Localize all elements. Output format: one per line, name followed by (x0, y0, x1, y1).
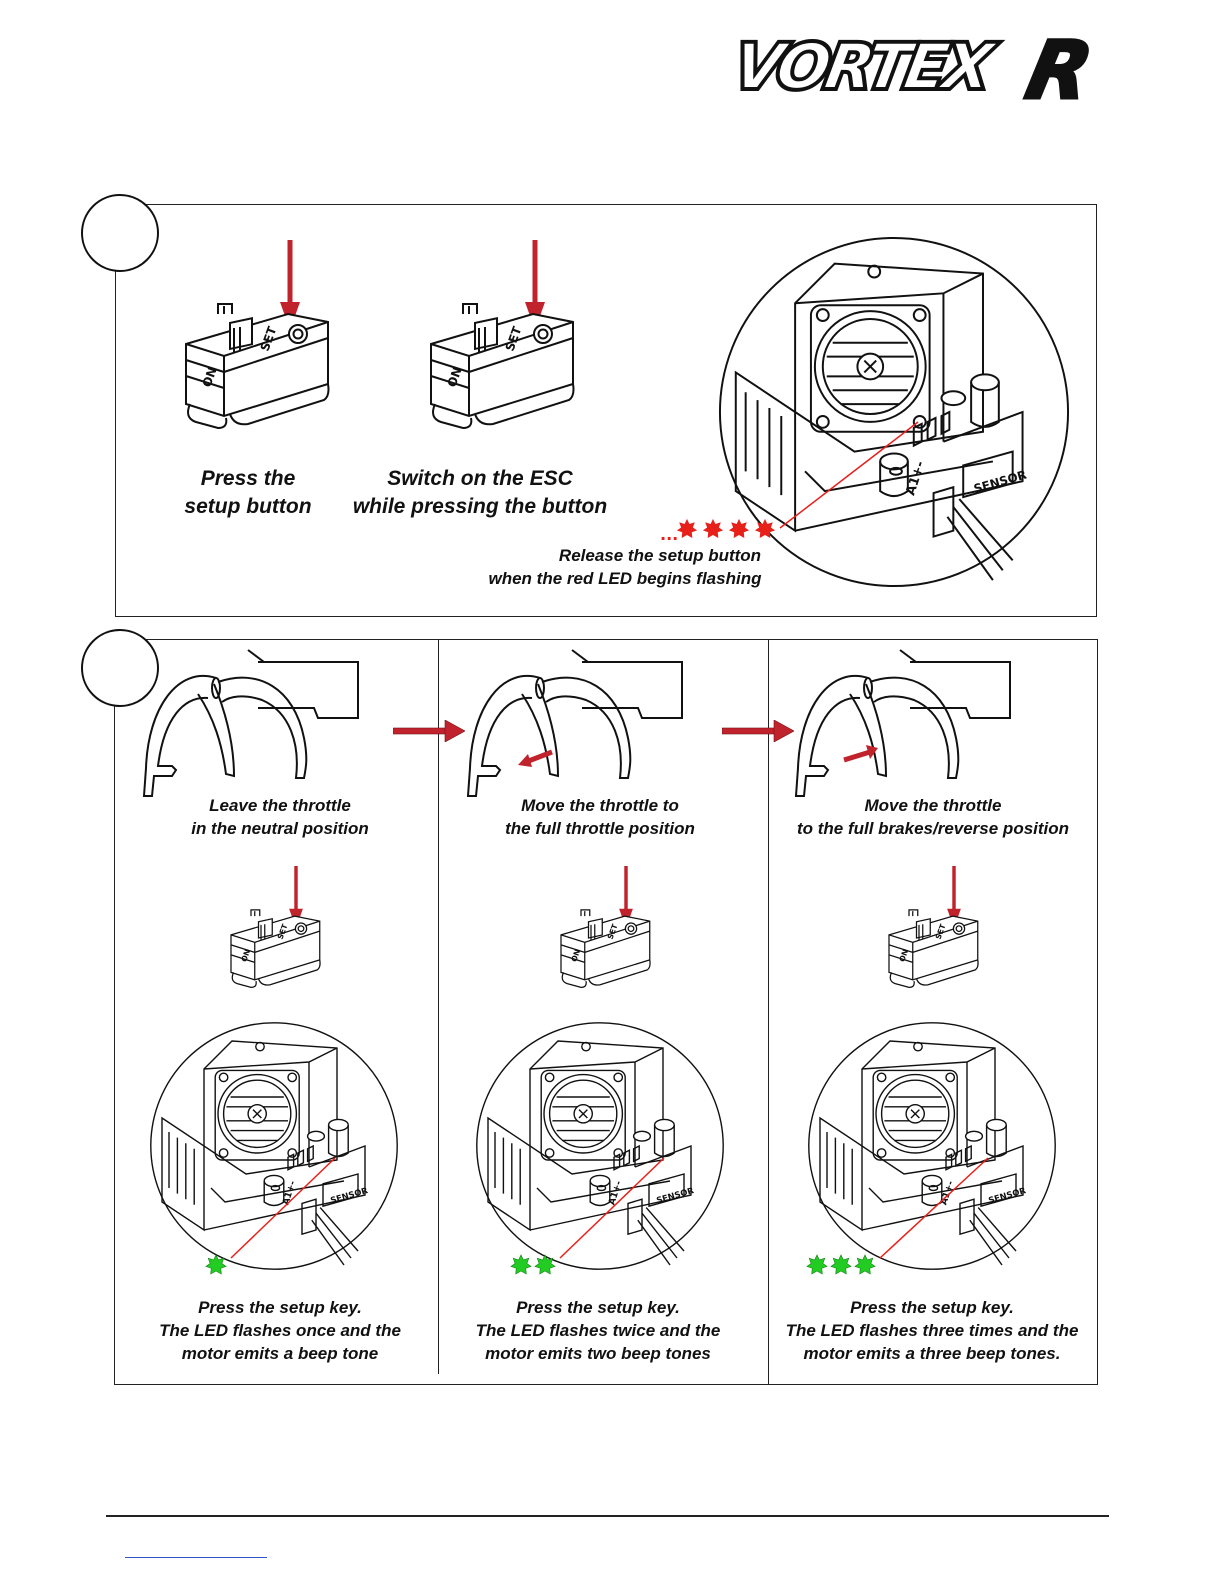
col2-throttle-caption: Move the throttle to the full throttle p… (460, 794, 740, 840)
brand-logo: VORTEX VORTEX R (725, 23, 1126, 119)
red-led-icon (754, 518, 776, 538)
red-led-icon (702, 518, 724, 538)
col1-result-line-2: The LED flashes once and the (159, 1321, 401, 1340)
step2-circle (81, 629, 159, 707)
col1-switch-box (230, 909, 321, 989)
green-led-icon (510, 1254, 532, 1275)
switch-box-2 (423, 290, 583, 440)
svg-text:VORTEX: VORTEX (728, 30, 1001, 102)
col3-throttle-line-1: Move the throttle (864, 796, 1002, 815)
col1-result-caption: Press the setup key. The LED flashes onc… (130, 1296, 430, 1365)
footer-rule (106, 1515, 1109, 1517)
col2-green-leds (510, 1157, 665, 1275)
col3-result-line-1: Press the setup key. (850, 1298, 1014, 1317)
col2-throttle-line-1: Move the throttle to (521, 796, 679, 815)
step-arrow-2 (722, 720, 794, 742)
svg-text:...: ... (660, 525, 678, 544)
green-led-icon (830, 1254, 852, 1275)
switch-box-1 (178, 290, 338, 440)
switch-on-caption: Switch on the ESC while pressing the but… (330, 465, 630, 521)
step2-divider-1 (438, 639, 440, 1374)
radio-full-throttle (462, 648, 692, 808)
col1-result-line-3: motor emits a beep tone (181, 1344, 379, 1363)
switch-on-caption-line-1: Switch on the ESC (387, 467, 573, 490)
press-caption-line-1: Press the (200, 467, 296, 490)
col2-switch-box (560, 909, 651, 989)
col2-result-line-1: Press the setup key. (516, 1298, 680, 1317)
red-led-indicator: ... (660, 421, 919, 544)
release-caption-line-1: Release the setup button (558, 546, 762, 565)
col3-led-pointer (879, 1157, 989, 1259)
col2-result-line-3: motor emits two beep tones (485, 1344, 711, 1363)
red-led-icon (676, 518, 698, 538)
col3-result-line-3: motor emits a three beep tones. (803, 1344, 1061, 1363)
release-caption-line-2: when the red LED begins flashing (488, 569, 762, 588)
press-caption-line-2: setup button (184, 495, 312, 518)
col2-led-pointer (559, 1157, 665, 1259)
col1-led-pointer (230, 1157, 336, 1259)
col1-throttle-line-2: in the neutral position (191, 819, 369, 838)
switch-on-caption-line-2: while pressing the button (352, 495, 608, 518)
col2-result-caption: Press the setup key. The LED flashes twi… (450, 1296, 746, 1365)
svg-text:VORTEX: VORTEX (728, 30, 1001, 102)
svg-text:R: R (1019, 25, 1100, 118)
footer-link-underline[interactable] (125, 1557, 267, 1558)
throttle-pull-arrow (518, 749, 553, 767)
col3-throttle-caption: Move the throttle to the full brakes/rev… (774, 794, 1092, 840)
col3-green-leds (806, 1157, 989, 1275)
throttle-push-arrow (843, 745, 878, 763)
logo-mark: VORTEX VORTEX R (725, 23, 1101, 119)
col3-throttle-line-2: to the full brakes/reverse position (796, 819, 1070, 838)
col2-result-line-2: The LED flashes twice and the (475, 1321, 721, 1340)
col3-switch-box (888, 909, 979, 989)
col2-throttle-line-2: the full throttle position (505, 819, 695, 838)
col3-result-caption: Press the setup key. The LED flashes thr… (772, 1296, 1092, 1365)
red-led-icon (728, 518, 750, 538)
press-caption: Press the setup button (148, 465, 348, 521)
release-caption: Release the setup button when the red LE… (440, 544, 810, 590)
step-arrow-1 (393, 720, 465, 742)
step2-divider-2 (768, 639, 770, 1384)
green-led-icon (806, 1254, 828, 1275)
col1-green-leds (205, 1157, 336, 1275)
radio-full-brake (790, 648, 1020, 808)
green-led-icon (854, 1254, 876, 1275)
radio-neutral (138, 648, 368, 808)
col1-result-line-1: Press the setup key. (198, 1298, 362, 1317)
col3-result-line-2: The LED flashes three times and the (785, 1321, 1079, 1340)
green-led-icon (534, 1254, 556, 1275)
led-pointer-line (779, 421, 919, 529)
green-led-icon (205, 1254, 227, 1275)
step1-circle (81, 194, 159, 272)
col1-throttle-caption: Leave the throttle in the neutral positi… (150, 794, 410, 840)
col1-throttle-line-1: Leave the throttle (209, 796, 351, 815)
